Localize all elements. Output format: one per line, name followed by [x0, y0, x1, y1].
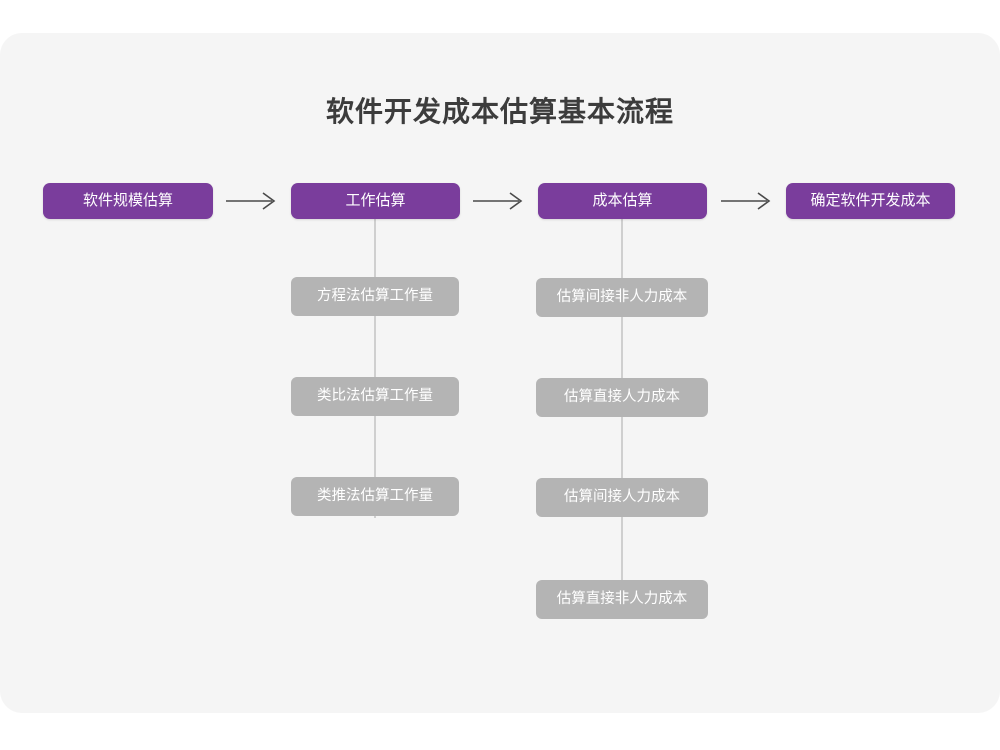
arrow-step3-to-step4 [717, 186, 777, 216]
arrow-step2-to-step3 [469, 186, 529, 216]
arrow-step1-to-step2 [222, 186, 282, 216]
sub-box-analogy-method-effort[interactable]: 类比法估算工作量 [291, 377, 459, 416]
sub-box-equation-method-effort[interactable]: 方程法估算工作量 [291, 277, 459, 316]
sub-box-extrapolation-method-effort[interactable]: 类推法估算工作量 [291, 477, 459, 516]
diagram-card [0, 33, 1000, 713]
page-title: 软件开发成本估算基本流程 [325, 96, 674, 127]
step-box-software-scale-estimation[interactable]: 软件规模估算 [43, 183, 213, 219]
step-box-cost-estimation[interactable]: 成本估算 [538, 183, 707, 219]
connector-line-step2 [374, 218, 376, 518]
sub-box-indirect-nonlabor-cost[interactable]: 估算间接非人力成本 [536, 278, 708, 317]
sub-box-indirect-labor-cost[interactable]: 估算间接人力成本 [536, 478, 708, 517]
sub-box-direct-nonlabor-cost[interactable]: 估算直接非人力成本 [536, 580, 708, 619]
step-box-work-estimation[interactable]: 工作估算 [291, 183, 460, 219]
sub-box-direct-labor-cost[interactable]: 估算直接人力成本 [536, 378, 708, 417]
step-box-determine-development-cost[interactable]: 确定软件开发成本 [786, 183, 955, 219]
connector-line-step3 [621, 218, 623, 618]
